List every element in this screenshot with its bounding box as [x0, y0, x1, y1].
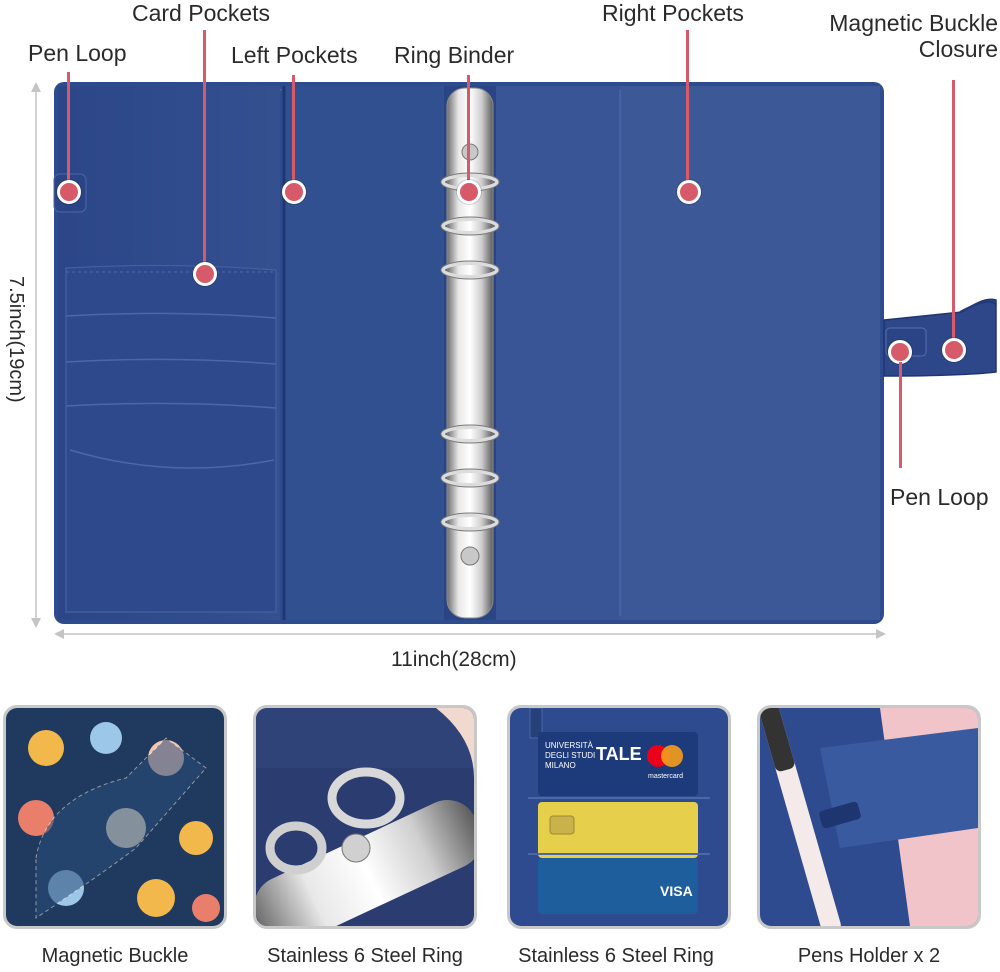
- width-dimension-label: 11inch(28cm): [391, 648, 517, 671]
- thumb-pen-holder: [757, 705, 981, 929]
- pen-loop-left-leader: [67, 72, 70, 182]
- card-pockets-label: Card Pockets: [132, 0, 271, 26]
- pen-loop-right-marker: [888, 340, 912, 364]
- card-pockets-leader: [203, 30, 206, 268]
- thumb-caption-4: Pens Holder x 2: [797, 945, 941, 967]
- mastercard-logo: [647, 745, 683, 767]
- pen-loop-left-marker: [57, 180, 81, 204]
- magnetic-closure-leader: [952, 80, 955, 342]
- left-pockets-leader: [292, 75, 295, 183]
- ring-mechanism: [256, 767, 474, 926]
- thumb-caption-2: Stainless 6 Steel Ring: [267, 945, 463, 967]
- pen-loop-left-label: Pen Loop: [28, 40, 127, 66]
- card-text-university-1: UNIVERSITÀ: [545, 741, 594, 750]
- card-text-university-2: DEGLI STUDI: [545, 751, 595, 760]
- card-text-tale: TALE: [596, 744, 642, 764]
- pen: [760, 708, 841, 926]
- magnetic-closure-label-line2: Closure: [918, 36, 998, 63]
- ring-binder-leader: [467, 75, 470, 183]
- card-text-university-3: MILANO: [545, 761, 576, 770]
- card-pockets: [65, 264, 277, 613]
- thumb-caption-1: Magnetic Buckle: [41, 945, 189, 967]
- binder-illustration: [31, 82, 997, 639]
- card-text-visa: VISA: [660, 883, 693, 899]
- right-pockets-marker: [677, 180, 701, 204]
- magnetic-closure-marker: [942, 338, 966, 362]
- card-visa: [538, 858, 698, 914]
- height-dimension-label: 7.5inch(19cm): [5, 276, 27, 403]
- pen-loop-right-label: Pen Loop: [890, 484, 989, 510]
- pen-loop-band: [819, 801, 861, 829]
- ring-binder: [440, 87, 500, 619]
- height-dimension-line: [31, 82, 41, 628]
- width-dimension-line: [54, 629, 886, 639]
- left-pockets-marker: [282, 180, 306, 204]
- magnetic-closure-label: Magnetic Buckle Closure: [829, 10, 998, 63]
- thumb-caption-3: Stainless 6 Steel Ring: [518, 945, 714, 967]
- left-pockets-panel: [284, 86, 444, 620]
- left-pockets-label: Left Pockets: [231, 42, 358, 68]
- card-text-mastercard: mastercard: [648, 773, 683, 780]
- right-pockets-label: Right Pockets: [602, 0, 744, 26]
- ring-binder-label: Ring Binder: [394, 42, 515, 68]
- right-pockets-leader: [686, 30, 689, 182]
- thumb-card-pockets: UNIVERSITÀ DEGLI STUDI MILANO TALE maste…: [507, 705, 731, 929]
- magnetic-closure-label-line1: Magnetic Buckle: [829, 10, 998, 36]
- card-yellow: [538, 802, 698, 858]
- buckle-strap: [35, 737, 207, 919]
- thumb-magnetic-buckle: [3, 705, 227, 929]
- card-pockets-marker: [193, 262, 217, 286]
- thumb-steel-ring-closeup: [253, 705, 477, 929]
- ring-binder-marker: [457, 180, 481, 204]
- pen-loop-right-leader: [899, 362, 902, 468]
